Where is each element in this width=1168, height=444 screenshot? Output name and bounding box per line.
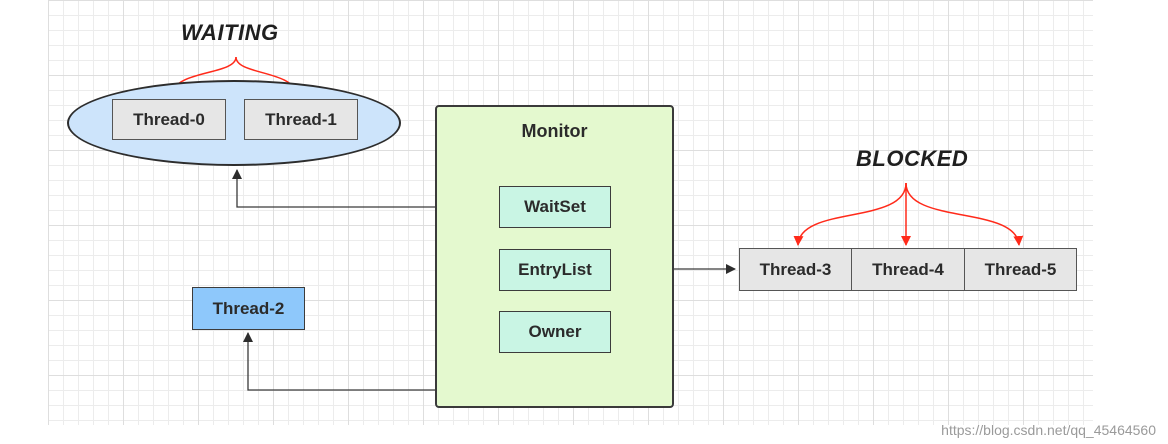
blocked-label: BLOCKED bbox=[856, 146, 969, 171]
entrylist-box: EntryList bbox=[499, 249, 611, 291]
thread-4-box: Thread-4 bbox=[851, 248, 965, 291]
waitset-to-waiting-connector bbox=[232, 169, 499, 208]
waitset-box: WaitSet bbox=[499, 186, 611, 228]
thread-5-box: Thread-5 bbox=[964, 248, 1077, 291]
thread-3-box: Thread-3 bbox=[739, 248, 852, 291]
monitor-title: Monitor bbox=[521, 121, 588, 141]
blocked-arrow-left bbox=[793, 182, 907, 246]
thread-2-box: Thread-2 bbox=[192, 287, 305, 330]
thread-0-box: Thread-0 bbox=[112, 99, 226, 140]
watermark: https://blog.csdn.net/qq_45464560 bbox=[941, 422, 1156, 438]
blocked-arrow-right bbox=[905, 182, 1024, 246]
owner-box: Owner bbox=[499, 311, 611, 353]
thread-1-box: Thread-1 bbox=[244, 99, 358, 140]
waiting-label: WAITING bbox=[181, 20, 279, 45]
